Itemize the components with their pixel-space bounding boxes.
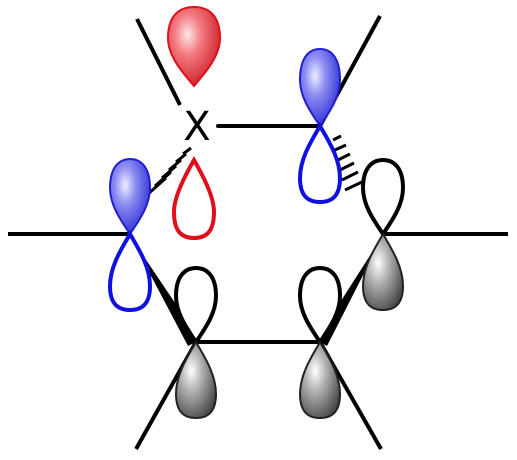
orbital-c6-top-lobe [108, 157, 152, 236]
orbital-c5-top-lobe [297, 265, 343, 346]
orbital-x-top-lobe [166, 5, 222, 88]
hashed-bond-c2-c3 [332, 134, 363, 192]
ring-bonds [194, 124, 322, 344]
orbital-c3 [360, 157, 406, 312]
orbital-c3-top-lobe [360, 157, 406, 238]
orbital-c6-bottom-lobe [107, 229, 153, 313]
atom-x: X [183, 104, 210, 150]
orbital-c4-top-lobe [173, 265, 219, 346]
hashed-wedges [147, 134, 363, 196]
orbital-c2-bottom-lobe [297, 121, 343, 205]
orbital-c3-bottom-lobe [361, 231, 405, 312]
orbital-c2-top-lobe [298, 47, 342, 128]
orbital-c4-bottom-lobe [174, 339, 218, 420]
orbital-c5-bottom-lobe [298, 339, 342, 420]
substituent-bonds [8, 15, 508, 450]
orbital-x-bottom-lobe [171, 155, 217, 241]
atom-x-label: X [183, 104, 210, 150]
orbital-c6 [107, 157, 153, 313]
substituent-x [135, 18, 182, 106]
orbital-c2 [297, 47, 343, 205]
orbital-c5 [297, 265, 343, 420]
solid-wedges [130, 232, 385, 346]
orbital-x [166, 5, 222, 241]
orbital-c4 [173, 265, 219, 420]
hashed-bond-x-c6 [147, 146, 192, 196]
